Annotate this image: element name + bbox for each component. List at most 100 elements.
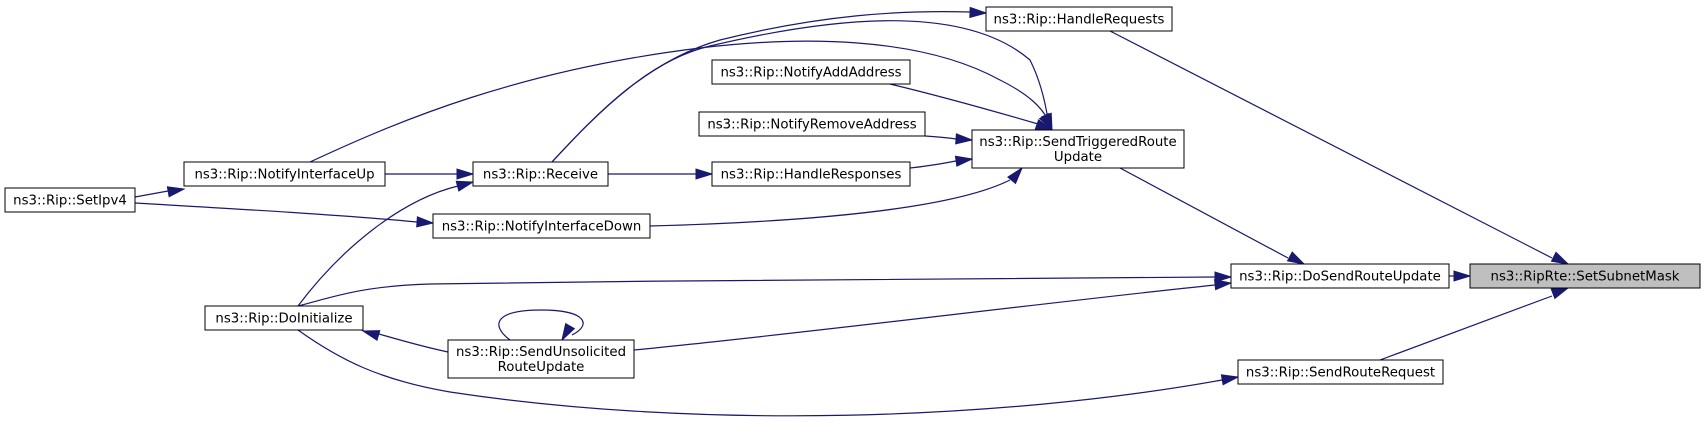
- edge-notifydown-to-sendtriggered: [649, 166, 1024, 227]
- node-label: ns3::Rip::NotifyInterfaceUp: [194, 168, 374, 183]
- node-dosend[interactable]: ns3::Rip::DoSendRouteUpdate: [1230, 263, 1450, 289]
- edge-doinit-to-dosend: [297, 271, 1233, 307]
- arrowhead-icon: [1007, 166, 1024, 185]
- arrowhead-icon: [954, 155, 974, 167]
- node-notifyremove[interactable]: ns3::Rip::NotifyRemoveAddress: [698, 111, 926, 137]
- edge-receive-to-handlerequests: [551, 6, 988, 163]
- node-label: Update: [1054, 150, 1102, 165]
- edge-sendunsol-to-doinit: [361, 330, 449, 353]
- edge-sendunsol-to-dosend: [633, 279, 1233, 351]
- arrowhead-icon: [1038, 112, 1053, 132]
- node-notifyadd[interactable]: ns3::Rip::NotifyAddAddress: [711, 59, 911, 85]
- node-box: [711, 161, 911, 187]
- arrowhead-icon: [1286, 251, 1306, 265]
- node-label: ns3::Rip::DoInitialize: [215, 312, 352, 327]
- node-box: [204, 305, 364, 331]
- edge-line: [1379, 295, 1553, 361]
- node-box: [985, 6, 1173, 32]
- edge-setipv4-to-notifyup: [134, 186, 186, 198]
- node-label: ns3::Rip::DoSendRouteUpdate: [1239, 270, 1441, 285]
- edge-line: [924, 135, 957, 140]
- edge-line: [551, 11, 971, 163]
- edge-dosend-to-setsubnetmask: [1449, 270, 1472, 282]
- node-box: [4, 187, 136, 213]
- arrowhead-icon: [1213, 279, 1233, 291]
- edge-handleresponses-to-sendtriggered: [909, 155, 974, 169]
- edge-notifyup-to-sendtriggered: [309, 40, 1053, 163]
- node-box: [698, 111, 926, 137]
- node-label: ns3::Rip::NotifyInterfaceDown: [442, 220, 642, 235]
- node-notifyup[interactable]: ns3::Rip::NotifyInterfaceUp: [183, 161, 386, 187]
- edge-line: [889, 83, 1039, 125]
- node-sendreq[interactable]: ns3::Rip::SendRouteRequest: [1237, 359, 1444, 385]
- node-label: ns3::RipRte::SetSubnetMask: [1491, 270, 1680, 285]
- arrowhead-icon: [955, 133, 974, 145]
- node-handlerequests[interactable]: ns3::Rip::HandleRequests: [985, 6, 1173, 32]
- edge-receive-to-handleresponses: [608, 168, 714, 180]
- edge-notifyremove-to-sendtriggered: [924, 133, 974, 145]
- node-label: ns3::Rip::SendUnsolicited: [456, 345, 626, 360]
- node-label: ns3::Rip::SendRouteRequest: [1246, 366, 1435, 381]
- edge-line: [134, 190, 169, 198]
- node-box: [472, 161, 609, 187]
- edge-line: [498, 309, 584, 341]
- arrowhead-icon: [416, 216, 435, 228]
- node-label: ns3::Rip::Receive: [483, 168, 598, 183]
- edge-line: [134, 202, 418, 223]
- edge-doinit-to-sendreq: [297, 329, 1240, 417]
- node-label: ns3::Rip::HandleRequests: [994, 13, 1165, 28]
- node-label: ns3::Rip::NotifyRemoveAddress: [707, 118, 916, 133]
- edge-sendtriggered-to-dosend: [1119, 167, 1306, 265]
- arrowhead-icon: [361, 330, 381, 342]
- node-handleresponses[interactable]: ns3::Rip::HandleResponses: [711, 161, 911, 187]
- node-setipv4[interactable]: ns3::Rip::SetIpv4: [4, 187, 136, 213]
- node-label: ns3::Rip::NotifyAddAddress: [720, 66, 901, 81]
- node-label: RouteUpdate: [498, 360, 585, 375]
- arrowhead-icon: [561, 322, 576, 342]
- node-setsubnetmask[interactable]: ns3::RipRte::SetSubnetMask: [1469, 263, 1701, 289]
- node-notifydown[interactable]: ns3::Rip::NotifyInterfaceDown: [432, 213, 651, 239]
- node-box: [432, 213, 651, 239]
- node-label: ns3::Rip::SendTriggeredRoute: [979, 135, 1176, 150]
- arrowhead-icon: [1550, 251, 1570, 265]
- edge-setipv4-to-notifydown: [134, 202, 435, 228]
- edge-line: [649, 179, 1011, 227]
- edge-sendunsol-self-loop: [498, 309, 584, 342]
- edge-line: [1109, 30, 1553, 259]
- edge-notifyup-to-receive: [385, 168, 475, 180]
- edge-handlerequests-to-setsubnetmask: [1109, 30, 1570, 265]
- arrowhead-icon: [166, 186, 186, 198]
- node-receive[interactable]: ns3::Rip::Receive: [472, 161, 609, 187]
- edge-line: [1119, 167, 1289, 259]
- node-box: [447, 339, 635, 379]
- arrowhead-icon: [969, 6, 988, 19]
- arrowhead-icon: [1214, 271, 1233, 283]
- arrowhead-icon: [1453, 270, 1472, 282]
- edge-line: [309, 40, 1049, 163]
- edge-line: [633, 284, 1216, 351]
- edge-line: [378, 333, 449, 353]
- arrowhead-icon: [456, 168, 475, 180]
- edge-line: [297, 185, 459, 307]
- node-box: [1469, 263, 1701, 289]
- node-box: [1237, 359, 1444, 385]
- edge-doinit-to-receive: [297, 180, 475, 307]
- node-label: ns3::Rip::SetIpv4: [13, 194, 127, 209]
- arrowhead-icon: [1550, 287, 1570, 300]
- edge-sendreq-to-setsubnetmask: [1379, 287, 1570, 361]
- node-box: [1230, 263, 1450, 289]
- node-box: [711, 59, 911, 85]
- arrowhead-icon: [695, 168, 714, 180]
- node-doinit[interactable]: ns3::Rip::DoInitialize: [204, 305, 364, 331]
- edge-line: [297, 329, 1223, 417]
- node-label: ns3::Rip::HandleResponses: [721, 168, 902, 183]
- edge-line: [297, 276, 1216, 307]
- arrowhead-icon: [1220, 374, 1240, 386]
- arrowhead-icon: [455, 180, 475, 192]
- node-box: [183, 161, 386, 187]
- edge-line: [909, 160, 957, 169]
- node-box: [971, 129, 1185, 169]
